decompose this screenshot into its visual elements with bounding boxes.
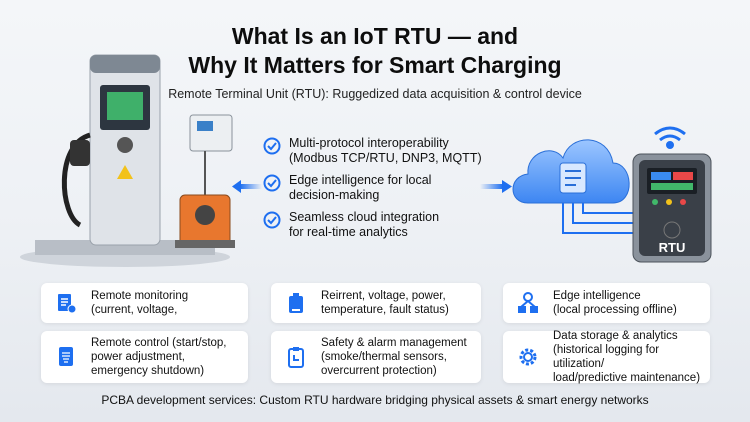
arrow-left-icon [232, 180, 262, 193]
subtitle: Remote Terminal Unit (RTU): Ruggedized d… [168, 87, 582, 101]
feature-card-safety-alarm: Safety & alarm management (smoke/thermal… [271, 331, 481, 383]
checklist-text: Multi-protocol interoperability (Modbus … [289, 136, 482, 165]
monitoring-doc-icon [58, 294, 77, 314]
arrow-right-icon [480, 180, 512, 193]
feature-card-status: Reirrent, voltage, power, temperature, f… [271, 283, 481, 323]
checklist-item: Seamless cloud integration for real-time… [263, 210, 493, 240]
checklist-text: Edge intelligence for local decision-mak… [289, 173, 432, 202]
card-text: Safety & alarm management (smoke/thermal… [321, 337, 467, 377]
rtu-label: RTU [659, 240, 686, 255]
card-text: Reirrent, voltage, power, temperature, f… [321, 290, 449, 316]
checklist-text: Seamless cloud integration for real-time… [289, 210, 440, 239]
check-circle-icon [263, 137, 281, 155]
feature-checklist: Multi-protocol interoperability (Modbus … [263, 136, 493, 247]
check-circle-icon [263, 211, 281, 229]
card-text: Data storage & analytics (historical log… [553, 330, 701, 384]
feature-card-remote-control: Remote control (start/stop, power adjust… [41, 331, 248, 383]
edge-network-icon [518, 292, 538, 313]
gear-analytics-icon [519, 348, 537, 366]
card-text: Edge intelligence (local processing offl… [553, 290, 677, 316]
title-line-1: What Is an IoT RTU — and [231, 23, 519, 49]
battery-icon [289, 293, 303, 313]
feature-card-edge-intelligence: Edge intelligence (local processing offl… [503, 283, 710, 323]
title-line-2: Why It Matters for Smart Charging [188, 52, 562, 78]
card-text: Remote monitoring (current, voltage, [91, 290, 189, 316]
wifi-icon [654, 126, 686, 149]
feature-card-data-storage: Data storage & analytics (historical log… [503, 330, 710, 384]
cloud-illustration [512, 139, 633, 234]
checklist-item: Edge intelligence for local decision-mak… [263, 173, 493, 203]
clipboard-clock-icon [288, 347, 304, 368]
page-title: What Is an IoT RTU — and Why It Matters … [0, 22, 750, 80]
charging-station-illustration [20, 54, 235, 267]
check-circle-icon [263, 174, 281, 192]
checklist-item: Multi-protocol interoperability (Modbus … [263, 136, 493, 166]
card-text: Remote control (start/stop, power adjust… [91, 337, 227, 377]
feature-card-remote-monitoring: Remote monitoring (current, voltage, [41, 283, 248, 323]
footer-text: PCBA development services: Custom RTU ha… [101, 393, 649, 407]
control-panel-icon [59, 347, 73, 366]
rtu-device-illustration: RTU [632, 126, 712, 263]
